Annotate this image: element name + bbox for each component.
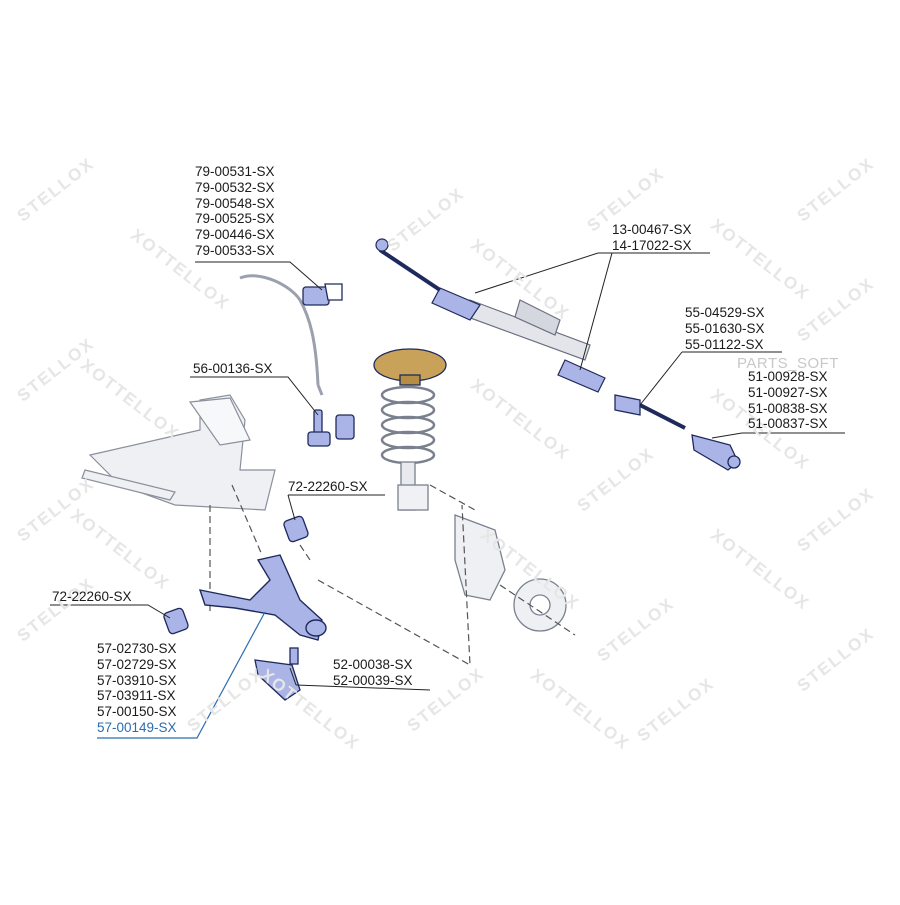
label-ball-joints: 52-00038-SX 52-00039-SX [333,657,413,689]
label-tie-rods: 55-04529-SX 55-01630-SX 55-01122-SX [685,305,765,352]
part-number-highlighted[interactable]: 57-00149-SX [97,719,177,735]
stabilizer-link [307,409,355,447]
steering-rack [375,238,606,393]
label-stabilizer-bushings: 79-00531-SX 79-00532-SX 79-00548-SX 79-0… [195,164,275,259]
label-steering-rack: 13-00467-SX 14-17022-SX [612,222,692,254]
label-control-arms: 57-02730-SX 57-02729-SX 57-03910-SX 57-0… [97,641,177,736]
part-number: 57-02729-SX [97,656,177,672]
part-number: 57-03911-SX [97,688,176,704]
part-number: 52-00039-SX [333,672,413,688]
part-number: 57-00150-SX [97,704,177,720]
part-number: 79-00531-SX [195,164,275,179]
part-number: 57-02730-SX [97,641,177,656]
steering-knuckle [454,514,567,632]
brand-overlay: PARTS_SOFT [737,355,839,372]
part-number: 55-04529-SX [685,305,765,320]
stabilizer-bushing [302,283,343,306]
highlight-leader [97,611,266,739]
part-number: 79-00548-SX [195,195,275,211]
part-number: 14-17022-SX [612,237,692,253]
label-stabilizer-link: 56-00136-SX [193,361,273,377]
part-number: 79-00446-SX [195,227,275,243]
part-number: 51-00838-SX [748,400,828,416]
part-number: 51-00928-SX [748,369,828,384]
tie-rod-end [691,434,741,471]
stabilizer-bar [239,274,324,396]
part-number: 79-00532-SX [195,179,275,195]
tie-rod [614,394,686,430]
label-tie-rod-ends: 51-00928-SX 51-00927-SX 51-00838-SX 51-0… [748,369,828,432]
strut-assembly [373,348,447,511]
part-number: 13-00467-SX [612,222,692,237]
part-number: 52-00038-SX [333,657,413,672]
part-number: 57-03910-SX [97,672,177,688]
lower-control-arm [198,554,327,641]
part-number: 51-00837-SX [748,416,828,432]
control-arm-bushings [163,515,309,635]
ball-joint [254,647,301,701]
label-arm-bushing-left: 72-22260-SX [52,589,132,605]
part-number: 72-22260-SX [52,589,132,604]
part-number: 51-00927-SX [748,384,828,400]
subframe [81,394,276,511]
leader-lines [50,252,845,691]
part-number: 79-00533-SX [195,242,275,258]
label-arm-bushing-right: 72-22260-SX [288,479,368,495]
part-number: 55-01630-SX [685,320,765,336]
part-number: 79-00525-SX [195,211,275,227]
part-number: 72-22260-SX [288,479,368,494]
part-number: 56-00136-SX [193,361,273,376]
part-number: 55-01122-SX [685,336,764,352]
